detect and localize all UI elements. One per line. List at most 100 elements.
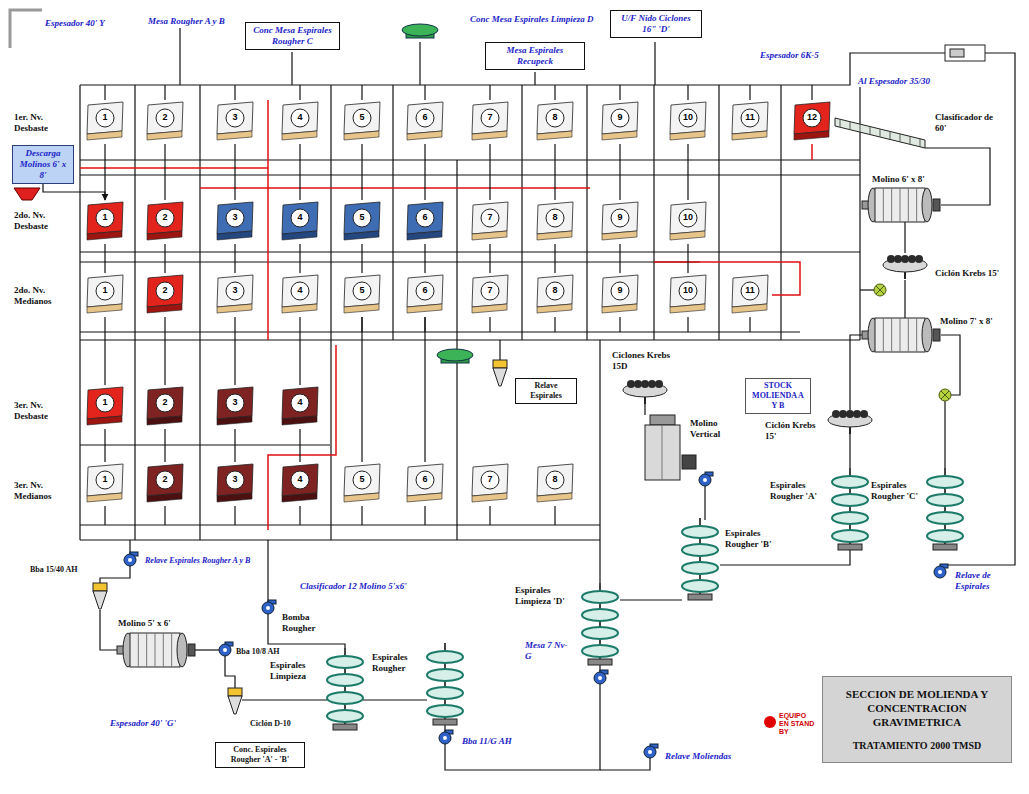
pipe-line <box>291 52 292 85</box>
table-symbol <box>728 273 772 317</box>
drawing-part <box>598 676 602 680</box>
drawing-part <box>933 544 957 550</box>
equipment-label: Molino 7' x 8' <box>940 316 993 327</box>
drawing-part <box>282 493 317 502</box>
pipe-line <box>599 340 600 585</box>
pump <box>934 564 948 578</box>
pipe-line <box>225 656 235 688</box>
drawing-part <box>899 188 900 222</box>
concentrating-table: 3 <box>213 385 257 429</box>
drawing-part <box>472 493 507 502</box>
drawing-part <box>945 45 985 61</box>
label-slot: 1er. Nv. Desbaste <box>14 112 72 135</box>
label-slot: Bomba Rougher <box>282 612 337 635</box>
ball-mill <box>117 633 195 667</box>
pipe-line <box>644 404 645 415</box>
classifier <box>835 118 925 148</box>
drawing-part <box>933 199 940 211</box>
table-number: 3 <box>213 112 257 122</box>
table-symbol <box>83 273 127 317</box>
concentrating-table: 1 <box>83 200 127 244</box>
vertical-mill <box>645 415 696 480</box>
drawing-part <box>433 719 457 725</box>
green-separator <box>402 24 438 38</box>
drawing-part <box>927 512 963 524</box>
table-symbol <box>278 100 322 144</box>
equipment-label: Espesador 40' 'G' <box>110 718 176 729</box>
drawing-part <box>910 136 911 144</box>
legend-text: EQUIPO EN STAND BY <box>779 712 817 736</box>
pipe-line <box>80 331 800 332</box>
table-symbol <box>213 273 257 317</box>
cyclone <box>228 688 242 714</box>
flow-line <box>554 244 555 273</box>
drawing-part <box>93 591 107 609</box>
table-symbol <box>468 100 512 144</box>
drawing-part <box>899 318 900 352</box>
table-number: 8 <box>533 112 577 122</box>
label-slot: Ciclón Krebs 15' <box>765 420 823 443</box>
drawing-part <box>860 410 868 418</box>
label-slot: Conc Mesa Espirales Limpieza D <box>470 8 600 26</box>
drawing-part <box>832 512 868 524</box>
drawing-part <box>427 705 463 717</box>
equipment-label: 2do. Nv. Medianos <box>14 285 72 307</box>
table-number: 10 <box>666 212 710 222</box>
pipe-line <box>445 684 600 770</box>
table-symbol <box>403 200 447 244</box>
flow-line <box>424 317 425 462</box>
concentrating-table: 5 <box>340 462 384 506</box>
pump <box>219 642 233 656</box>
table-symbol <box>666 100 710 144</box>
drawing-part <box>493 368 507 386</box>
label-box: U/F Nido Ciclones 16" 'D' <box>610 10 702 38</box>
drawing-part <box>427 669 463 681</box>
pipe-line <box>299 85 300 100</box>
pipe-line <box>79 85 80 540</box>
table-symbol <box>143 462 187 506</box>
drawing-part <box>228 688 242 696</box>
flow-line <box>234 244 235 273</box>
pipe-line <box>554 506 555 525</box>
drawing-part <box>920 139 921 147</box>
table-number: 10 <box>666 285 710 295</box>
table-symbol <box>533 462 577 506</box>
concentrating-table: 6 <box>403 100 447 144</box>
equipment-label: Espirales Rougher <box>372 652 424 674</box>
concentrating-table: 11 <box>728 273 772 317</box>
pipe-line <box>363 699 427 700</box>
table-number: 8 <box>533 285 577 295</box>
label-slot: Espesador 40' 'G' <box>110 712 200 730</box>
drawing-part <box>891 318 892 352</box>
table-number: 8 <box>533 212 577 222</box>
table-symbol <box>666 273 710 317</box>
box-text: SECCION DE MOLIENDA Y CONCENTRACION GRAV… <box>835 687 999 729</box>
drawing-part <box>627 380 635 388</box>
concentrating-table: 12 <box>790 100 834 144</box>
drawing-part <box>407 131 442 140</box>
table-number: 7 <box>468 212 512 222</box>
pump <box>644 744 658 758</box>
pipe-line <box>619 317 620 332</box>
flow-line <box>424 144 425 200</box>
concentrating-table: 3 <box>213 273 257 317</box>
drawing-part <box>908 255 916 263</box>
concentrating-table: 8 <box>533 462 577 506</box>
spiral-concentrator <box>682 518 718 600</box>
pipe-line <box>704 486 705 520</box>
pipe-line <box>489 506 490 525</box>
drawing-part <box>875 188 925 222</box>
concentrating-table: 1 <box>83 100 127 144</box>
label-slot: Ciclón Krebs 15' <box>935 262 1005 280</box>
table-symbol <box>666 200 710 244</box>
drawing-part <box>662 425 663 480</box>
label-slot: Espirales Limpieza <box>270 660 322 683</box>
drawing-part <box>648 750 652 754</box>
pipe-line <box>749 85 750 100</box>
equipment-label: Espirales Rougher 'B' <box>725 528 780 550</box>
drawing-part <box>875 318 925 352</box>
table-symbol <box>403 100 447 144</box>
pump <box>439 730 453 744</box>
drawing-part <box>927 530 963 542</box>
table-symbol <box>83 100 127 144</box>
